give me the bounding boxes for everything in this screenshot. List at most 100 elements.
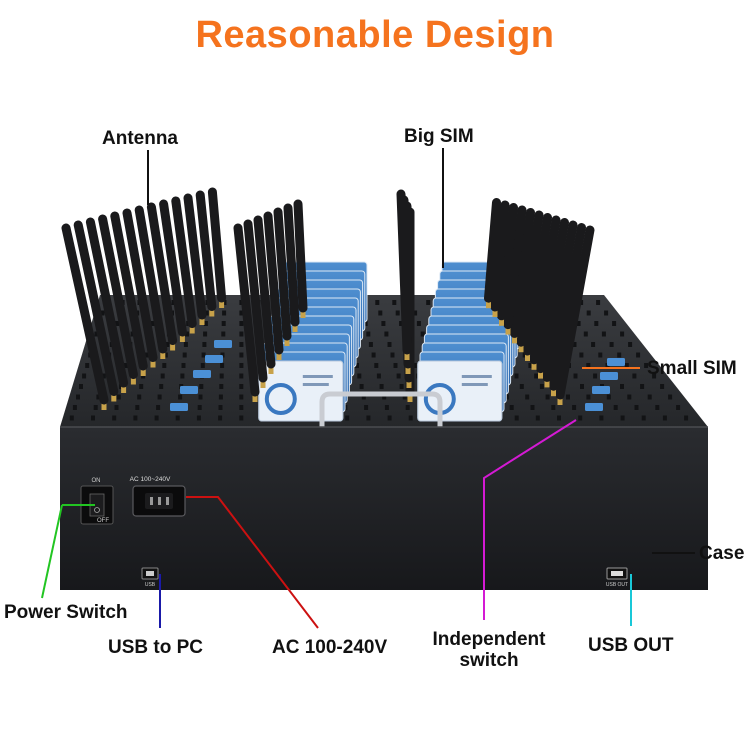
modem-slot	[366, 331, 371, 337]
antenna	[98, 214, 138, 379]
modem-slot	[220, 363, 225, 368]
modem-slot	[376, 373, 381, 379]
modem-slot	[384, 405, 389, 410]
antenna	[122, 208, 158, 362]
modem-slot	[535, 415, 540, 421]
sim-logo	[264, 383, 297, 415]
modem-slot	[357, 373, 362, 379]
modem-slot	[150, 321, 155, 326]
modem-slot	[72, 405, 77, 410]
modem-slot	[96, 394, 101, 400]
modem-slot	[580, 384, 584, 389]
modem-slot	[182, 352, 187, 358]
power-switch[interactable]	[80, 485, 114, 525]
ac-label: AC 100-240V	[272, 637, 388, 658]
ac-power-inlet[interactable]	[132, 485, 186, 517]
modem-slot	[222, 310, 227, 316]
modem-slot	[528, 363, 533, 368]
modem-slot	[101, 373, 106, 379]
modem-slot	[624, 363, 629, 368]
antenna	[510, 208, 535, 338]
page-title: Reasonable Design	[195, 14, 555, 56]
antenna	[73, 220, 119, 396]
modem-slot	[684, 415, 689, 421]
big-sim-stack-left	[258, 261, 368, 422]
modem-slot	[69, 415, 74, 421]
modem-slot	[171, 300, 176, 305]
modem-slot	[239, 363, 244, 368]
modem-slot	[613, 405, 618, 410]
modem-slot	[364, 405, 369, 410]
ac-rating-text: AC 100~240V	[130, 476, 171, 483]
modem-slot	[606, 394, 611, 400]
modem-slot	[426, 300, 431, 305]
modem-slot	[160, 373, 165, 379]
modem-slot	[361, 394, 366, 400]
sim-print	[461, 383, 488, 386]
modem-slot	[379, 384, 384, 389]
modem-slot	[196, 415, 201, 421]
small-sim-card	[180, 386, 198, 394]
modem-slot	[551, 405, 556, 410]
antenna	[536, 218, 569, 374]
modem-slot	[239, 394, 244, 400]
modem-slot	[139, 384, 144, 389]
modem-slot	[220, 352, 225, 358]
modem-slot	[239, 384, 244, 389]
small-sim-card	[592, 386, 610, 394]
modem-slot	[178, 394, 183, 400]
modem-slot	[384, 331, 389, 337]
modem-slot	[566, 394, 570, 400]
antenna	[273, 207, 292, 341]
modem-slot	[572, 405, 577, 410]
antenna	[293, 199, 308, 313]
modem-slot	[655, 405, 660, 410]
modem-slot	[676, 405, 681, 410]
modem-slot	[583, 331, 588, 337]
antenna	[253, 215, 276, 369]
modem-slot	[157, 394, 162, 400]
modem-slot	[204, 310, 209, 316]
modem-slot	[114, 405, 119, 410]
modem-slot	[576, 321, 581, 326]
modem-slot	[628, 342, 633, 347]
usb-to-pc-port[interactable]	[141, 567, 159, 580]
modem-slot	[509, 405, 514, 410]
modem-slot	[123, 363, 128, 368]
modem-slot	[366, 415, 371, 421]
small-sim-card	[214, 340, 232, 348]
modem-slot	[239, 342, 244, 347]
usb-out-port[interactable]	[606, 567, 628, 580]
modem-slot	[586, 310, 591, 316]
modem-slot	[660, 384, 665, 389]
independent-switch-label-line1: Independent	[432, 629, 546, 650]
modem-slot	[395, 310, 400, 316]
modem-slot	[133, 415, 138, 421]
antenna	[490, 200, 510, 312]
modem-slot	[392, 300, 397, 305]
switch-on-text: ON	[92, 478, 101, 484]
modem-slot	[617, 352, 622, 358]
modem-slot	[416, 321, 421, 326]
modem-slot	[154, 415, 159, 421]
modem-slot	[514, 415, 519, 421]
modem-slot	[572, 342, 577, 347]
modem-slot	[402, 394, 407, 400]
modem-slot	[185, 331, 189, 337]
modem-slot	[599, 415, 604, 421]
antenna	[146, 202, 178, 345]
modem-slot	[345, 415, 350, 421]
power-switch-label: Power Switch	[4, 602, 128, 623]
modem-slot	[620, 384, 624, 389]
modem-slot	[586, 363, 591, 368]
modem-slot	[598, 352, 603, 358]
modem-slot	[381, 321, 386, 326]
modem-slot	[359, 384, 364, 389]
small-sim-label: Small SIM	[647, 358, 737, 379]
modem-slot	[116, 394, 121, 400]
modem-slot	[375, 300, 380, 305]
antenna-label: Antenna	[102, 128, 178, 149]
modem-slot	[620, 415, 625, 421]
modem-slot	[115, 321, 120, 326]
modem-slot	[405, 405, 410, 410]
